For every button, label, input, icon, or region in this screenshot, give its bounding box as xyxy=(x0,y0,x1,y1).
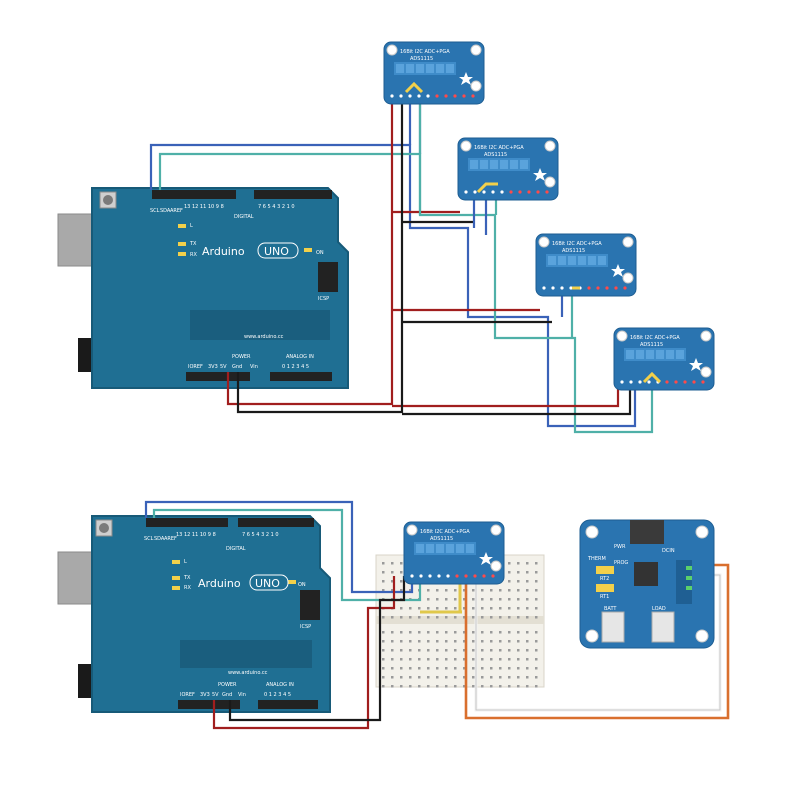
charger-therm: THERM xyxy=(587,556,606,562)
adc-3-title: 16Bit I2C ADC+PGA xyxy=(552,241,602,247)
label-ioref-b: IOREF xyxy=(180,692,195,698)
label-power: POWER xyxy=(232,354,251,360)
label-on: ON xyxy=(316,250,324,256)
label-analog-in-b: ANALOG IN xyxy=(266,682,294,688)
label-led-rx: RX xyxy=(190,252,197,258)
label-aref-b: AREF xyxy=(164,536,177,542)
adc-2-model: ADS1115 xyxy=(484,152,507,158)
adc-5-title: 16Bit I2C ADC+PGA xyxy=(420,529,470,535)
label-scl: SCL xyxy=(150,208,160,214)
label-analog-pins: 0 1 2 3 4 5 xyxy=(282,364,309,370)
charger-board: PWR DCIN THERM PROG RT2 RT1 BATT LOAD xyxy=(579,519,715,649)
charger-rt1: RT1 xyxy=(600,594,609,600)
wires-top xyxy=(149,90,654,434)
charger-load: LOAD xyxy=(652,606,666,612)
arduino-brand: Arduino xyxy=(202,245,245,258)
label-digital-b: DIGITAL xyxy=(226,546,246,552)
label-digital: DIGITAL xyxy=(234,214,254,220)
adc-4-title: 16Bit I2C ADC+PGA xyxy=(630,335,680,341)
adc-board-5: 16Bit I2C ADC+PGA ADS1115 xyxy=(403,521,505,585)
label-digital-high-b: 13 12 11 10 9 8 xyxy=(176,532,216,538)
label-scl-b: SCL xyxy=(144,536,154,542)
label-on-b: ON xyxy=(298,582,306,588)
label-digital-low: 7 6 5 4 3 2 1 0 xyxy=(258,204,295,210)
label-analog-in: ANALOG IN xyxy=(286,354,314,360)
wires-bottom xyxy=(144,500,730,730)
label-vin: Vin xyxy=(250,364,258,370)
label-digital-high: 13 12 11 10 9 8 xyxy=(184,204,224,210)
label-sda: SDA xyxy=(160,208,171,214)
label-5v: 5V xyxy=(220,364,227,370)
adc-2-title: 16Bit I2C ADC+PGA xyxy=(474,145,524,151)
arduino-model-b: UNO xyxy=(255,577,280,590)
label-power-b: POWER xyxy=(218,682,237,688)
arduino-board-bottom: SCL SDA AREF 13 12 11 10 9 8 7 6 5 4 3 2… xyxy=(57,515,331,713)
adc-3-model: ADS1115 xyxy=(562,248,585,254)
label-5v-b: 5V xyxy=(212,692,219,698)
charger-dcin: DCIN xyxy=(662,548,675,554)
arduino-website: www.arduino.cc xyxy=(244,334,284,340)
adc-board-4: 16Bit I2C ADC+PGA ADS1115 xyxy=(613,327,715,391)
label-led-tx: TX xyxy=(189,241,197,247)
arduino-model: UNO xyxy=(264,245,289,258)
label-icsp: ICSP xyxy=(318,296,329,302)
label-icsp-b: ICSP xyxy=(300,624,311,630)
label-vin-b: Vin xyxy=(238,692,246,698)
label-led-l-b: L xyxy=(184,559,187,565)
adc-board-3: 16Bit I2C ADC+PGA ADS1115 xyxy=(535,233,637,297)
label-led-rx-b: RX xyxy=(184,585,191,591)
arduino-brand-b: Arduino xyxy=(198,577,241,590)
label-gnd-pwr-b: Gnd xyxy=(222,692,232,698)
adc-5-model: ADS1115 xyxy=(430,536,453,542)
label-sda-b: SDA xyxy=(154,536,165,542)
adc-board-1: 16Bit I2C ADC+PGA ADS1115 xyxy=(383,41,485,105)
charger-batt: BATT xyxy=(604,606,617,612)
label-aref: AREF xyxy=(170,208,183,214)
label-3v3-b: 3V3 xyxy=(200,692,210,698)
label-ioref: IOREF xyxy=(188,364,203,370)
label-led-l: L xyxy=(190,223,193,229)
label-gnd-pwr: Gnd xyxy=(232,364,242,370)
arduino-website-b: www.arduino.cc xyxy=(228,670,268,676)
charger-rt2: RT2 xyxy=(600,576,609,582)
label-digital-low-b: 7 6 5 4 3 2 1 0 xyxy=(242,532,279,538)
label-led-tx-b: TX xyxy=(183,575,191,581)
adc-1-title: 16Bit I2C ADC+PGA xyxy=(400,49,450,55)
charger-pwr: PWR xyxy=(614,544,626,550)
label-analog-pins-b: 0 1 2 3 4 5 xyxy=(264,692,291,698)
arduino-board-top: SCL SDA AREF 13 12 11 10 9 8 7 6 5 4 3 2… xyxy=(57,187,349,389)
adc-4-model: ADS1115 xyxy=(640,342,663,348)
adc-board-2: 16Bit I2C ADC+PGA ADS1115 xyxy=(457,137,559,201)
charger-prog: PROG xyxy=(614,560,628,566)
label-3v3: 3V3 xyxy=(208,364,218,370)
adc-1-model: ADS1115 xyxy=(410,56,433,62)
